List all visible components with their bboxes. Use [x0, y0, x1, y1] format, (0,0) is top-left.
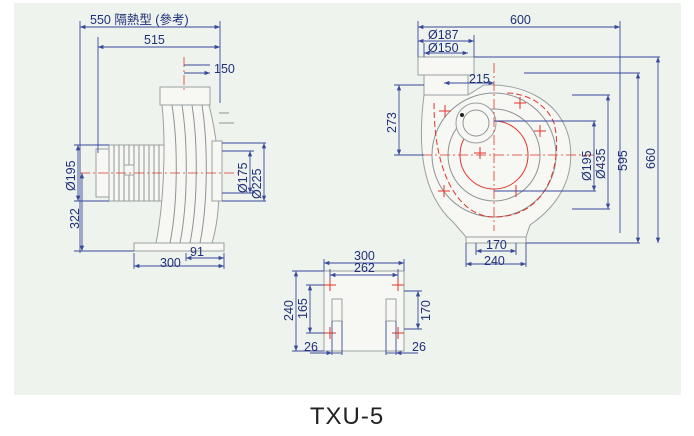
dim-plan-26-right: 26 — [412, 340, 426, 354]
dim-dia-195: Ø195 — [580, 150, 594, 181]
dim-inlet-dia-175: Ø175 — [236, 162, 250, 193]
side-view: 550 隔熱型 (參考) 515 150 Ø195 322 Ø175 Ø225 … — [64, 12, 267, 270]
dim-plan-300: 300 — [354, 249, 375, 263]
dim-inlet-dia-225: Ø225 — [250, 168, 264, 199]
dim-base-170: 170 — [486, 238, 507, 252]
base-plan-hole-marks — [324, 279, 404, 339]
dim-322: 322 — [68, 208, 82, 229]
volute-body — [420, 84, 572, 238]
drawing-panel: 550 隔熱型 (參考) 515 150 Ø195 322 Ø175 Ø225 … — [14, 3, 681, 395]
dim-515: 515 — [144, 33, 165, 47]
base-plan-view: 300 262 240 165 170 26 26 — [282, 249, 433, 356]
dim-150: 150 — [214, 62, 235, 76]
fan-housing — [133, 86, 234, 252]
dim-273: 273 — [385, 112, 399, 133]
dim-550-insulated: 550 隔熱型 (參考) — [90, 12, 189, 27]
dim-motor-dia-195: Ø195 — [64, 160, 78, 191]
dim-660: 660 — [644, 148, 658, 169]
dim-215: 215 — [469, 72, 490, 86]
outlet-flange — [417, 56, 475, 76]
front-view: 600 Ø187 Ø150 215 273 Ø195 Ø435 595 660 — [385, 13, 661, 268]
dim-base-300: 300 — [160, 256, 181, 270]
dim-outlet-dia-150: Ø150 — [428, 41, 459, 55]
model-caption: TXU-5 — [309, 403, 385, 430]
dim-plan-26-left: 26 — [304, 340, 318, 354]
dim-dia-435: Ø435 — [594, 148, 608, 179]
dim-outlet-dia-187: Ø187 — [428, 28, 459, 42]
dim-plan-262: 262 — [354, 261, 375, 275]
dim-base-91: 91 — [190, 245, 204, 259]
dim-base-240: 240 — [484, 254, 505, 268]
dim-plan-170: 170 — [419, 300, 433, 321]
dim-plan-240: 240 — [282, 300, 296, 321]
dim-plan-165: 165 — [296, 298, 310, 319]
front-view-bolt-marks — [438, 97, 546, 197]
technical-drawing: 550 隔熱型 (參考) 515 150 Ø195 322 Ø175 Ø225 … — [64, 12, 661, 356]
dim-600: 600 — [510, 13, 531, 27]
dim-595: 595 — [616, 150, 630, 171]
